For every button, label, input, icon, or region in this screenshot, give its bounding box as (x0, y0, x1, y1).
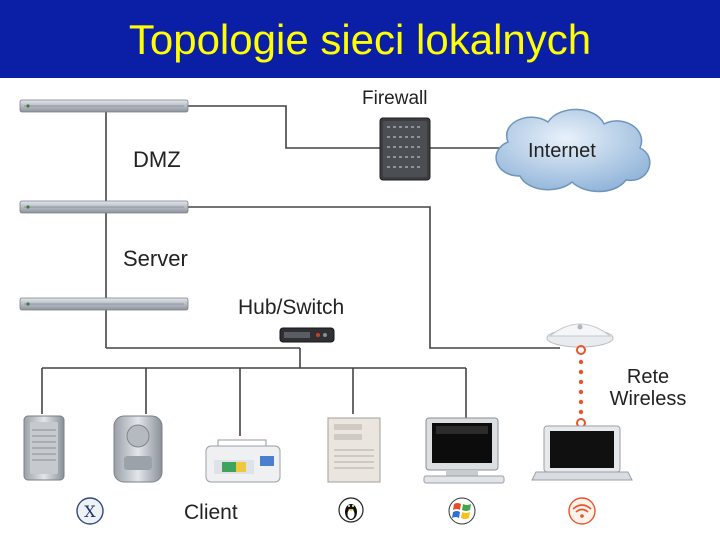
network-diagram: X (19, 99, 651, 525)
printer-icon (205, 439, 281, 483)
hub-switch-label: Hub/Switch (238, 296, 345, 319)
pc-tower-icon (327, 417, 381, 483)
title-bar (0, 0, 720, 78)
laptop-icon (531, 425, 633, 481)
firewall-label: Firewall (362, 88, 428, 109)
rete-wireless-label: Rete Wireless (609, 366, 687, 410)
dmz-label: DMZ (133, 147, 181, 172)
bottom-rack-server-icon (19, 297, 189, 311)
linux-tux-icon (338, 497, 364, 523)
internet-cloud-icon (495, 108, 651, 193)
server-to-wireless-line (188, 206, 560, 349)
svg-text:X: X (84, 502, 96, 521)
middle-rack-server-icon (19, 200, 189, 214)
wifi-icon (568, 497, 596, 525)
crt-monitor-icon (423, 417, 505, 484)
slide-title: Topologie sieci lokalnych (128, 16, 592, 63)
mac-os-x-icon: X (76, 497, 104, 525)
wireless-access-point-icon (546, 323, 614, 348)
g4-cube-icon (113, 415, 163, 483)
mac-pro-tower-icon (23, 415, 65, 481)
server-label: Server (123, 246, 188, 271)
client-label: Client (184, 501, 238, 524)
dmz-to-firewall-line (108, 105, 385, 149)
windows-icon (448, 497, 476, 525)
wireless-signal-dots (576, 345, 586, 428)
hub-switch-icon (279, 327, 335, 343)
connection-lines (41, 105, 560, 436)
dmz-rack-server-icon (19, 99, 189, 113)
firewall-icon (379, 117, 431, 181)
internet-label: Internet (528, 140, 596, 162)
